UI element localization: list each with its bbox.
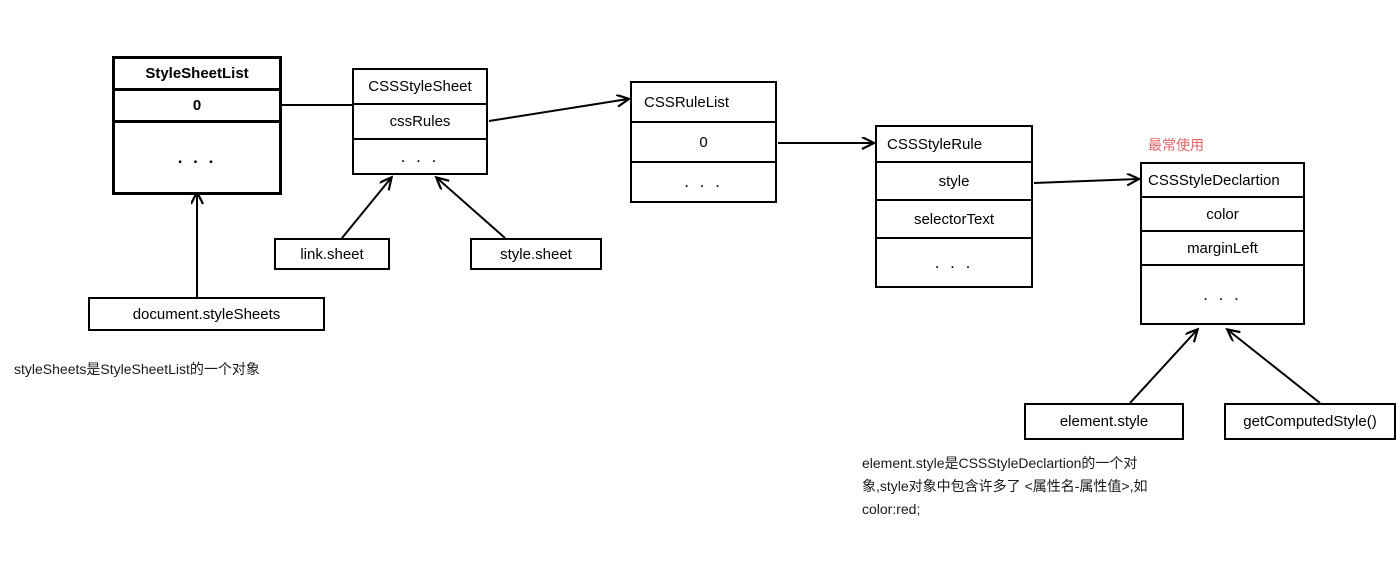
class-row-ellipsis: . . . [1142,266,1303,323]
class-name-stylesheetlist: StyleSheetList [115,59,279,91]
class-name-cssstylesheet: CSSStyleSheet [354,70,486,105]
class-row-index: 0 [632,123,775,163]
label-box-document-stylesheets[interactable]: document.styleSheets [88,297,325,331]
class-row-index: 0 [115,91,279,123]
annotation-most-used: 最常使用 [1148,137,1204,153]
annotation-element-style-note: element.style是CSSStyleDeclartion的一个对 象,s… [862,452,1202,521]
class-row-ellipsis: . . . [632,163,775,201]
edge-stylesheet-to-cssstylesheet [437,178,506,239]
class-box-cssrulelist[interactable]: CSSRuleList 0 . . . [630,81,777,203]
class-row-ellipsis: . . . [354,140,486,173]
annotation-stylesheets-note: styleSheets是StyleSheetList的一个对象 [14,361,260,377]
class-name-cssstyledeclaration: CSSStyleDeclartion [1142,164,1303,198]
annotation-line-1: element.style是CSSStyleDeclartion的一个对 [862,455,1138,471]
label-box-link-sheet[interactable]: link.sheet [274,238,390,270]
class-row-ellipsis: . . . [877,239,1031,286]
class-box-cssstyledeclaration[interactable]: CSSStyleDeclartion color marginLeft . . … [1140,162,1305,325]
class-box-cssstylerule[interactable]: CSSStyleRule style selectorText . . . [875,125,1033,288]
class-box-cssstylesheet[interactable]: CSSStyleSheet cssRules . . . [352,68,488,175]
annotation-line-2: 象,style对象中包含许多了 <属性名-属性值>,如 [862,478,1148,494]
class-row-ellipsis: . . . [115,123,279,192]
edge-elementstyle-to-cssstyledeclaration [1129,330,1197,404]
class-row-marginleft: marginLeft [1142,232,1303,266]
class-name-cssrulelist: CSSRuleList [632,83,775,123]
label-box-get-computed-style[interactable]: getComputedStyle() [1224,403,1396,440]
edge-cssrules-to-cssrulelist [488,99,628,122]
edge-linksheet-to-cssstylesheet [341,178,391,239]
class-row-selectortext: selectorText [877,201,1031,239]
annotation-line-3: color:red; [862,501,921,517]
class-row-cssrules: cssRules [354,105,486,140]
class-box-stylesheetlist[interactable]: StyleSheetList 0 . . . [112,56,282,195]
class-row-style: style [877,163,1031,201]
edge-style-to-cssstyledeclaration [1033,179,1138,183]
class-name-cssstylerule: CSSStyleRule [877,127,1031,163]
edge-getcomputedstyle-to-cssstyledeclaration [1228,330,1321,404]
label-box-element-style[interactable]: element.style [1024,403,1184,440]
label-box-style-sheet[interactable]: style.sheet [470,238,602,270]
class-row-color: color [1142,198,1303,232]
